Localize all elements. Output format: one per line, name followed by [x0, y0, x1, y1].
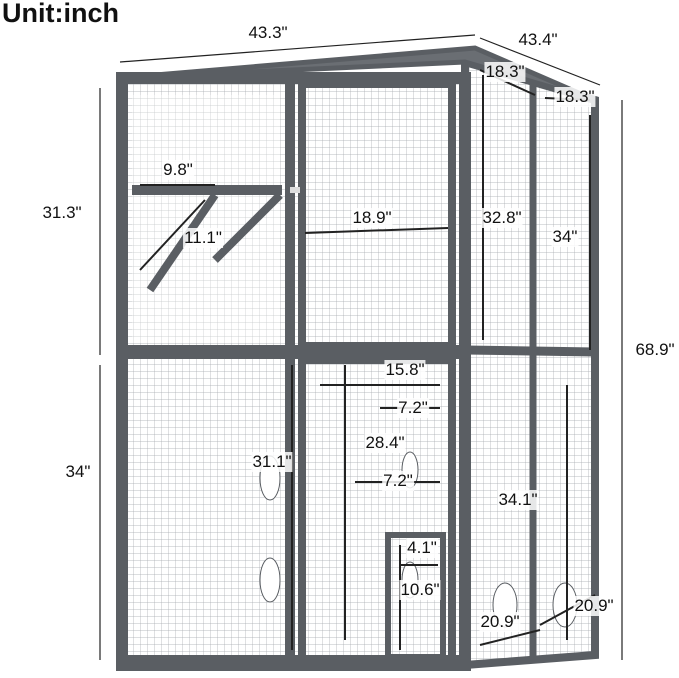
lower-side-height-label: 34.1" [497, 490, 539, 510]
small-door-width-label: 4.1" [406, 538, 438, 558]
shelf-width-upper-label: 7.2" [397, 398, 429, 418]
lower-door-height-label: 31.1" [251, 452, 293, 472]
lower-door-inner-height-label: 28.4" [364, 433, 406, 453]
upper-shelf-width-label: 9.8" [162, 160, 194, 180]
shelf-width-lower-label: 7.2" [382, 471, 414, 491]
top-side-depth-front-label: 18.3" [484, 62, 526, 82]
upper-door [298, 80, 456, 350]
upper-door-width-label: 18.9" [351, 208, 393, 228]
upper-side-height-outer-label: 34" [551, 227, 579, 247]
small-door-height-label: 10.6" [399, 580, 441, 600]
lower-door-width-label: 15.8" [384, 360, 426, 380]
lower-height-left-label: 34" [65, 462, 91, 481]
overall-height-label: 68.9" [635, 340, 675, 359]
bottom-depth-right-label: 20.9" [573, 596, 615, 616]
unit-label: Unit:inch [2, 0, 119, 28]
overall-width-label: 43.3" [248, 23, 288, 42]
top-side-depth-right-label: 18.3" [554, 87, 596, 107]
upper-height-left-label: 31.3" [42, 203, 82, 222]
upper-side-height-inner-label: 32.8" [481, 208, 523, 228]
ramp-length-label: 11.1" [183, 228, 223, 248]
dimension-lines [99, 34, 623, 660]
bottom-depth-front-label: 20.9" [479, 612, 521, 632]
overall-depth-label: 43.4" [518, 30, 558, 49]
